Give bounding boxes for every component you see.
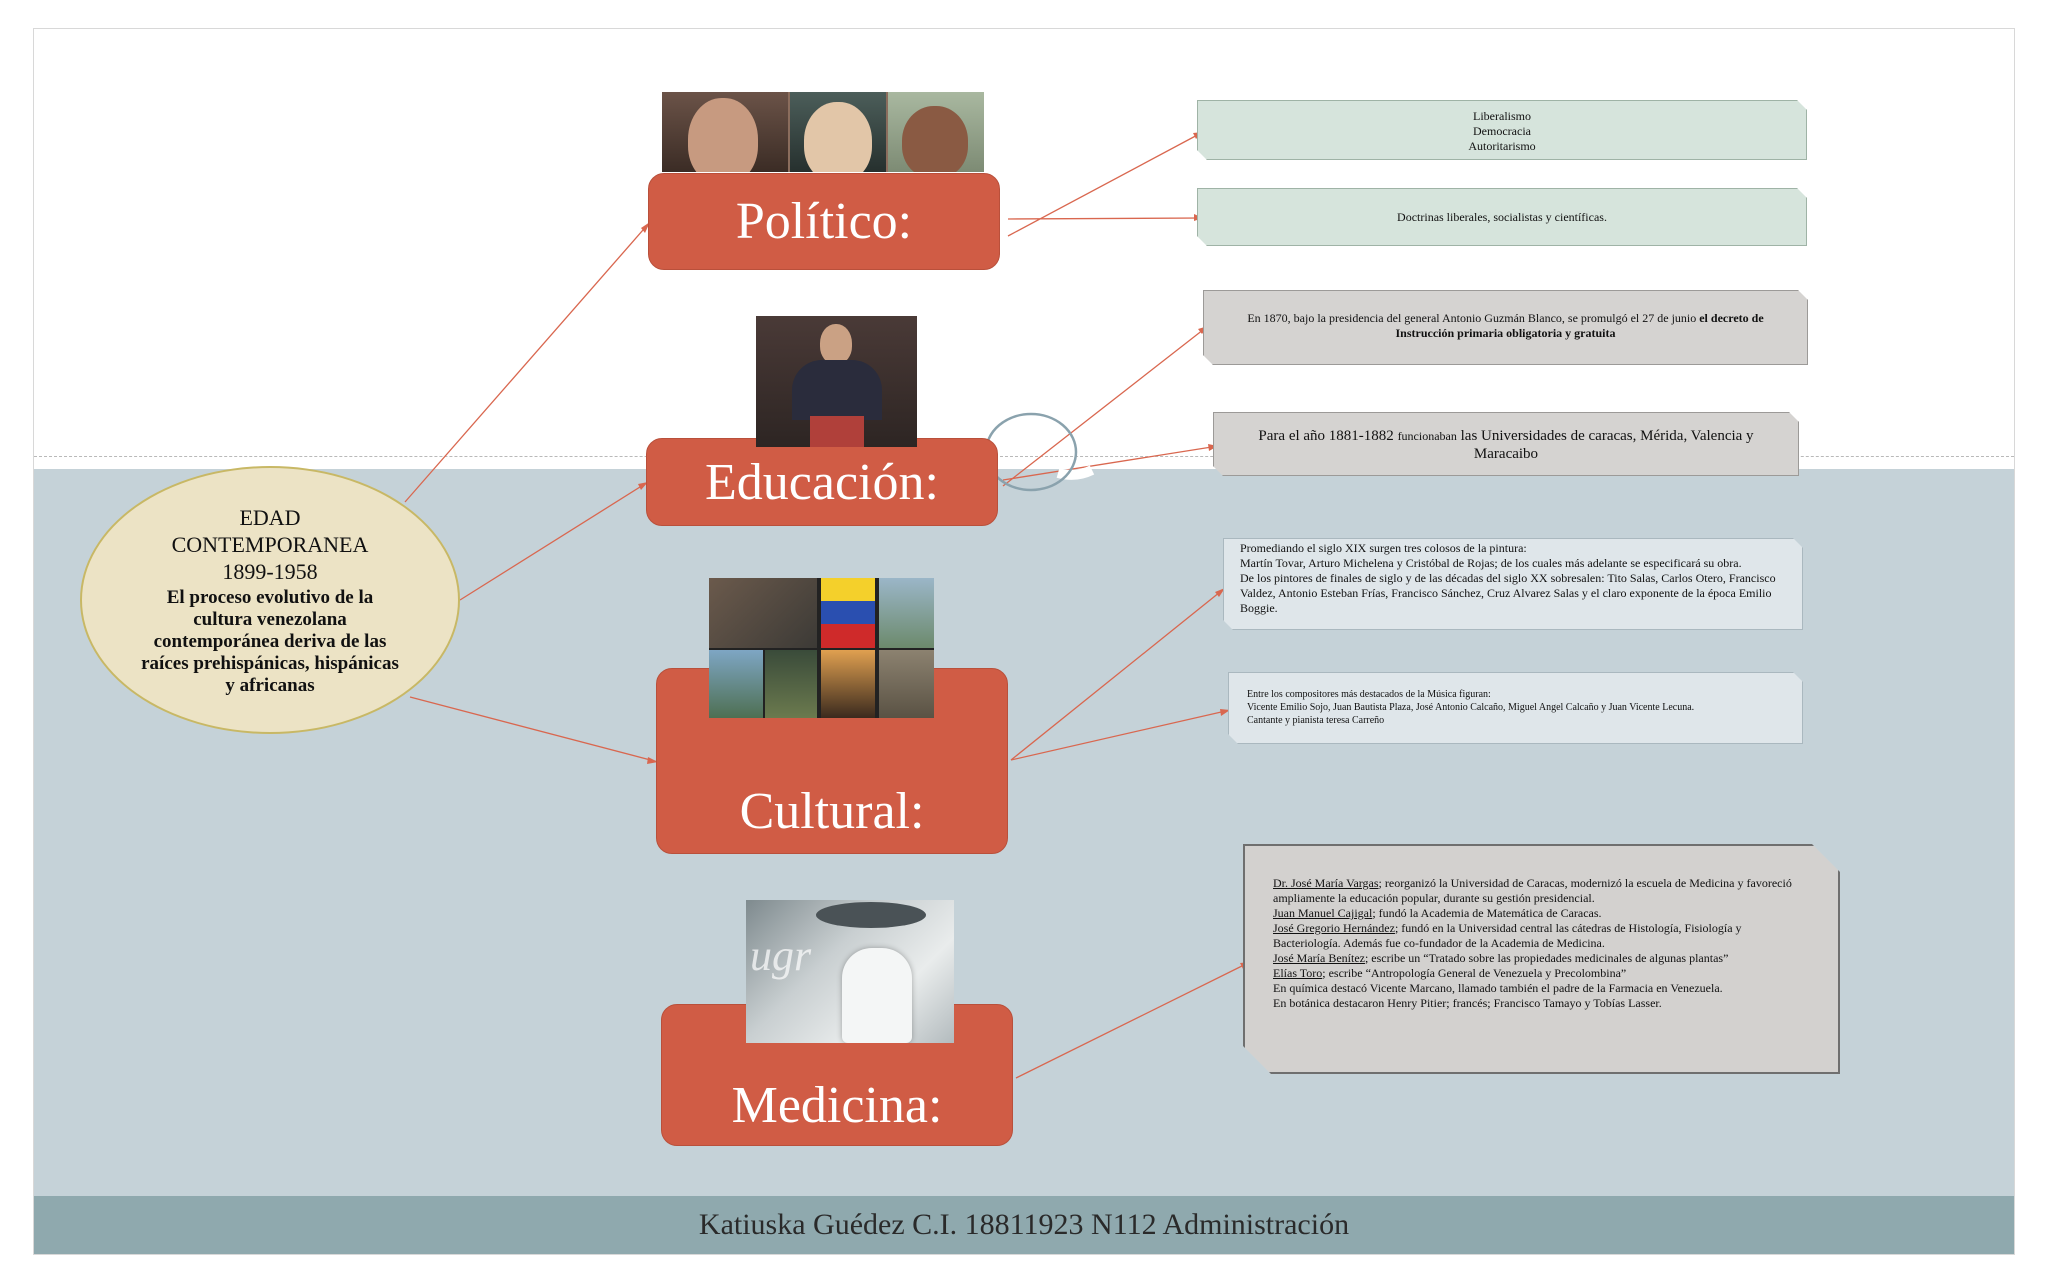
central-subtitle: CONTEMPORANEA xyxy=(171,531,369,557)
central-description: El proceso evolutivo de la cultura venez… xyxy=(141,586,399,696)
medicina-item-6-text: En química destacó Vicente Marcano, llam… xyxy=(1273,981,1723,995)
collage-tile-flag-red xyxy=(821,624,875,648)
collage-tile-3 xyxy=(879,578,934,648)
medicina-item-5: Elías Toro; escribe “Antropología Genera… xyxy=(1273,966,1804,981)
ugr-watermark: ugr xyxy=(750,931,812,980)
collage-tile-flag-yellow xyxy=(821,578,875,601)
collage-tile-1 xyxy=(709,578,817,648)
cultural-note-1: Promediando el siglo XIX surgen tres col… xyxy=(1223,538,1803,630)
category-educacion: Educación: xyxy=(646,438,998,526)
medicina-item-5-name: Elías Toro xyxy=(1273,966,1323,980)
portrait-2-face xyxy=(804,102,872,172)
medicina-surgery-photo: ugr xyxy=(746,900,954,1043)
category-cultural-label: Cultural: xyxy=(739,782,925,840)
politico-note-1: Liberalismo Democracia Autoritarismo xyxy=(1197,100,1807,160)
cultural-note-2: Entre los compositores más destacados de… xyxy=(1228,672,1803,744)
top-background xyxy=(34,29,2014,469)
collage-tile-7 xyxy=(879,650,934,718)
medicina-item-2: Juan Manuel Cajigal; fundó la Academia d… xyxy=(1273,906,1804,921)
surgeon-figure xyxy=(842,948,912,1043)
medicina-item-2-text: ; fundó la Academia de Matemática de Car… xyxy=(1372,906,1602,920)
educacion-note-2-text-a: Para el año 1881-1882 xyxy=(1258,428,1398,444)
educacion-portrait-face xyxy=(820,324,852,364)
medicina-item-6: En química destacó Vicente Marcano, llam… xyxy=(1273,981,1804,996)
politico-note-1-line-2: Democracia xyxy=(1473,124,1531,138)
cultural-note-1-line-1: Promediando el siglo XIX surgen tres col… xyxy=(1240,541,1527,555)
category-politico-label: Político: xyxy=(735,193,913,250)
medicina-item-1-name: Dr. José María Vargas xyxy=(1273,876,1379,890)
educacion-note-2-text-c: las Universidades de caracas, Mérida, Va… xyxy=(1456,428,1754,462)
medicina-note: Dr. José María Vargas; reorganizó la Uni… xyxy=(1243,844,1840,1074)
educacion-portrait-photo xyxy=(756,316,917,447)
collage-tile-5 xyxy=(765,650,817,718)
educacion-portrait-trousers xyxy=(810,416,864,447)
medicina-item-5-text: ; escribe “Antropología General de Venez… xyxy=(1322,966,1627,980)
collage-tile-flag-blue xyxy=(821,601,875,624)
medicina-item-3: José Gregorio Hernández; fundó en la Uni… xyxy=(1273,921,1804,951)
medicina-item-2-name: Juan Manuel Cajigal xyxy=(1273,906,1373,920)
portrait-3-face xyxy=(902,106,968,172)
medicina-item-4-name: José María Benítez xyxy=(1273,951,1365,965)
category-educacion-label: Educación: xyxy=(705,453,939,511)
medicina-item-4: José María Benítez; escribe un “Tratado … xyxy=(1273,951,1804,966)
collage-tile-6 xyxy=(821,650,875,718)
central-years: 1899-1958 xyxy=(222,558,318,584)
portrait-1-face xyxy=(688,98,758,172)
medicina-item-1-text: ; reorganizó la Universidad de Caracas, … xyxy=(1273,876,1792,905)
educacion-note-2-text-b: funcionaban xyxy=(1397,429,1457,443)
politico-note-2: Doctrinas liberales, socialistas y cient… xyxy=(1197,188,1807,246)
medicina-item-7-text: En botánica destacaron Henry Pitier; fra… xyxy=(1273,996,1662,1010)
cultural-note-2-line-2: Vicente Emilio Sojo, Juan Bautista Plaza… xyxy=(1247,702,1695,713)
educacion-portrait-uniform xyxy=(792,360,882,420)
central-title: EDAD xyxy=(239,504,301,530)
cultural-note-1-line-3: De los pintores de finales de siglo y de… xyxy=(1240,571,1776,615)
medicina-item-1: Dr. José María Vargas; reorganizó la Uni… xyxy=(1273,876,1804,906)
collage-tile-4 xyxy=(709,650,763,718)
footer-text: Katiuska Guédez C.I. 18811923 N112 Admin… xyxy=(698,1208,1350,1241)
medicina-item-4-text: ; escribe un “Tratado sobre las propieda… xyxy=(1364,951,1729,965)
educacion-note-1-text: En 1870, bajo la presidencia del general… xyxy=(1247,311,1700,325)
politico-note-1-line-3: Autoritarismo xyxy=(1468,139,1536,153)
footer-band: Katiuska Guédez C.I. 18811923 N112 Admin… xyxy=(34,1196,2014,1254)
category-medicina-label: Medicina: xyxy=(731,1076,943,1134)
surgery-lamp xyxy=(816,902,926,928)
cultural-note-2-line-3: Cantante y pianista teresa Carreño xyxy=(1247,715,1385,726)
central-topic-oval: EDAD CONTEMPORANEA 1899-1958 El proceso … xyxy=(80,466,460,734)
category-politico: Político: xyxy=(648,173,1000,270)
educacion-note-1-bold: el decreto de Instrucción primaria oblig… xyxy=(1395,311,1764,340)
medicina-item-3-name: José Gregorio Hernández xyxy=(1273,921,1395,935)
cultural-collage-photo xyxy=(709,578,934,718)
cultural-note-2-line-1: Entre los compositores más destacados de… xyxy=(1247,689,1491,700)
educacion-note-1: En 1870, bajo la presidencia del general… xyxy=(1203,290,1808,365)
educacion-note-2: Para el año 1881-1882 funcionaban las Un… xyxy=(1213,412,1799,476)
politico-portraits-photo xyxy=(662,92,984,172)
politico-note-2-text: Doctrinas liberales, socialistas y cient… xyxy=(1397,210,1607,224)
medicina-item-3-text: ; fundó en la Universidad central las cá… xyxy=(1273,921,1742,950)
cultural-note-1-line-2: Martín Tovar, Arturo Michelena y Cristób… xyxy=(1240,556,1742,570)
politico-note-1-line-1: Liberalismo xyxy=(1473,109,1531,123)
medicina-item-7: En botánica destacaron Henry Pitier; fra… xyxy=(1273,996,1804,1011)
